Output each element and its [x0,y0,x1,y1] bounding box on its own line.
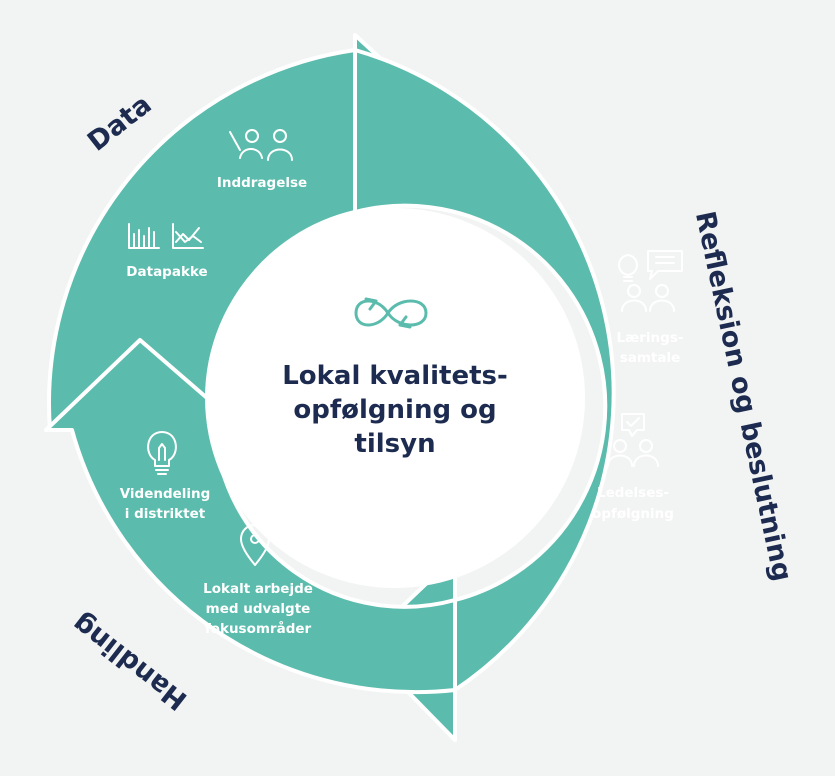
item-videndeling-line-1: Videndeling [120,486,211,502]
ring [44,33,616,742]
board-people-icon [607,413,659,467]
item-lokalt-arbejde-line-3: fokusområder [205,620,312,637]
item-inddragelse-label: Inddragelse [217,175,307,191]
ring-segment-action [44,338,457,695]
phase-label-data: Data [82,89,158,158]
item-laeringssamtale-line-2: samtale [620,350,681,366]
item-videndeling-line-2: i distriktet [125,506,206,522]
people-raising-hand-icon [229,129,293,161]
location-pin-icon [240,524,270,566]
phase-label-action: Handling [66,607,193,715]
item-ledelsesopfoelgning: Ledelses- opfølgning [592,413,674,522]
item-inddragelse: Inddragelse [217,129,307,191]
item-lokalt-arbejde-line-2: med udvalgte [206,601,311,617]
item-laeringssamtale: Lærings- samtale [617,250,684,366]
item-lokalt-arbejde-line-1: Lokalt arbejde [203,581,313,597]
item-videndeling: Videndeling i distriktet [120,431,211,522]
center-title-line-2: opfølgning og [293,395,496,425]
center-title-line-1: Lokal kvalitets- [282,361,508,391]
infinity-cycle-icon [354,297,428,329]
item-datapakke-label: Datapakke [126,264,207,280]
item-datapakke: Datapakke [126,223,208,280]
center-group: Lokal kvalitets- opfølgning og tilsyn [282,297,508,459]
lightbulb-icon [147,431,177,475]
phase-label-reflection: Refleksion og beslutning [689,208,798,583]
item-ledelsesopfoelgning-line-2: opfølgning [592,506,674,522]
inner-circle [205,208,585,588]
center-title-line-3: tilsyn [354,429,435,459]
lightbulb-speech-people-icon [618,250,683,312]
charts-icon [128,223,204,249]
item-ledelsesopfoelgning-line-1: Ledelses- [597,485,669,501]
item-lokalt-arbejde: Lokalt arbejde med udvalgte fokusområder [203,524,313,637]
item-laeringssamtale-line-1: Lærings- [617,330,684,346]
